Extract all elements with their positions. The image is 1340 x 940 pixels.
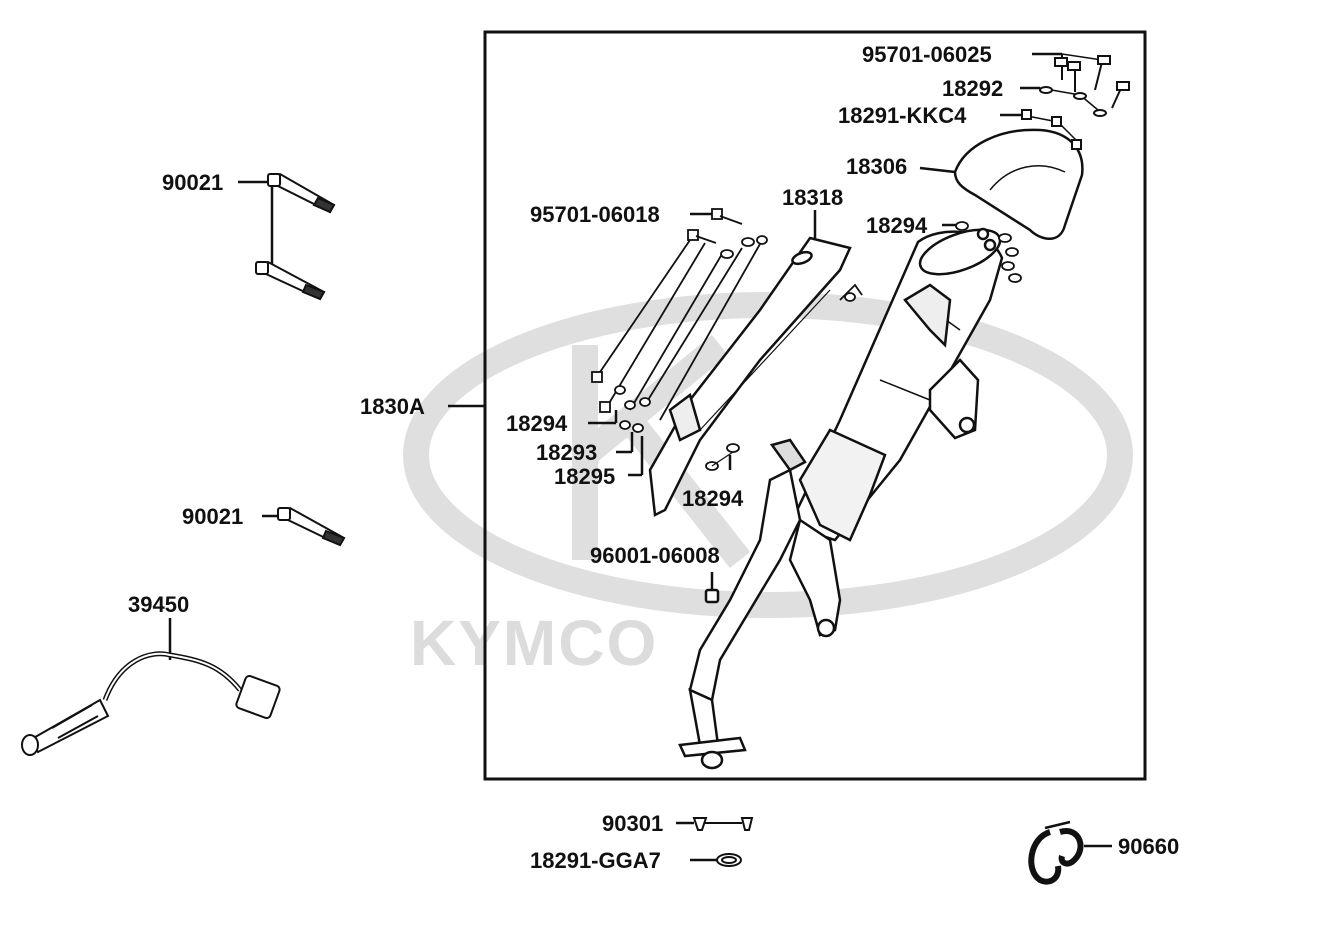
label-90021-upper[interactable]: 90021: [162, 170, 223, 195]
clip-90301: [676, 817, 754, 831]
label-18294-left[interactable]: 18294: [506, 411, 568, 436]
bolt-90021-single: [262, 506, 346, 547]
watermark-k-mark: [572, 334, 751, 569]
label-18294-top[interactable]: 18294: [866, 213, 928, 238]
clamp-90660: [1028, 820, 1112, 885]
bolt-long-lower: [255, 260, 326, 301]
bolt-set-95701-06025: [1032, 52, 1130, 109]
heat-shield-18318: [648, 210, 852, 517]
label-39450[interactable]: 39450: [128, 592, 189, 617]
nut-18291-kkc4: [1000, 109, 1082, 150]
gasket-18291-gga7: [690, 853, 742, 867]
leaders-left-group: [588, 410, 644, 477]
label-90021-lower[interactable]: 90021: [182, 504, 243, 529]
muffler-body: [678, 227, 1004, 770]
label-18306[interactable]: 18306: [846, 154, 907, 179]
bolt-90021-pair: [238, 172, 336, 301]
label-1830A[interactable]: 1830A: [360, 394, 425, 419]
label-95701-06025[interactable]: 95701-06025: [862, 42, 992, 67]
end-cap-18306: [919, 128, 1084, 240]
label-18291-KKC4[interactable]: 18291-KKC4: [838, 103, 967, 128]
washer-18292: [1020, 86, 1107, 117]
label-18318[interactable]: 18318: [782, 185, 843, 210]
label-18294-lower[interactable]: 18294: [682, 486, 744, 511]
label-18295[interactable]: 18295: [554, 464, 615, 489]
washers-18294-top: [942, 221, 1022, 283]
oxygen-sensor-39450: [21, 618, 281, 756]
bolt-set-95701-06018: [591, 208, 768, 433]
label-18293[interactable]: 18293: [536, 440, 597, 465]
bolt-long-upper: [267, 172, 336, 214]
washer-18294-lower: [705, 283, 863, 471]
watermark-brand: KYMCO: [410, 607, 658, 679]
label-18291-GGA7[interactable]: 18291-GGA7: [530, 848, 661, 873]
label-95701-06018[interactable]: 95701-06018: [530, 202, 660, 227]
label-96001-06008[interactable]: 96001-06008: [590, 543, 720, 568]
label-90660[interactable]: 90660: [1118, 834, 1179, 859]
label-18292[interactable]: 18292: [942, 76, 1003, 101]
label-90301[interactable]: 90301: [602, 811, 663, 836]
